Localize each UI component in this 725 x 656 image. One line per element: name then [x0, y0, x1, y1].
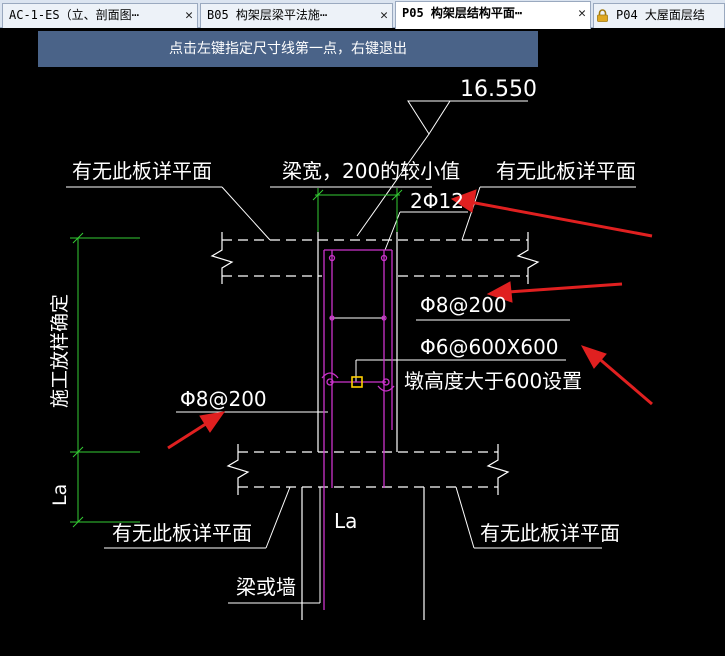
- rebar-cage: [321, 249, 395, 610]
- board-note-left-top: 有无此板详平面: [72, 159, 212, 183]
- tab-ac-1-es[interactable]: AC-1-ES（立、剖面图⋯ ✕: [2, 3, 198, 28]
- tie-note-label: 墩高度大于600设置: [404, 369, 582, 393]
- tie-marker: [351, 376, 363, 388]
- board-note-left-bottom: 有无此板详平面: [112, 521, 252, 545]
- tab-p05[interactable]: P05 构架层结构平面⋯ ✕: [395, 1, 591, 29]
- beam-or-wall-label: 梁或墙: [236, 575, 296, 599]
- width-note: 梁宽，200的较小值: [282, 159, 460, 183]
- pier-outline: [317, 232, 398, 452]
- elevation-label: 16.550: [460, 77, 537, 102]
- elevation-marker: [356, 100, 528, 237]
- vertical-dimension-label: 施工放样确定: [49, 294, 71, 408]
- tab-label: B05 构架层梁平法施⋯: [207, 8, 328, 22]
- anchor-label-left: La: [49, 484, 71, 506]
- close-icon[interactable]: ✕: [578, 6, 586, 21]
- tie-rebar-label: Φ6@600X600: [420, 335, 559, 359]
- close-icon[interactable]: ✕: [185, 8, 193, 23]
- stirrup-label-right: Φ8@200: [420, 293, 507, 317]
- annotation-arrows: [167, 189, 653, 450]
- tab-label: P04 大屋面层结: [616, 8, 705, 22]
- top-slab: [210, 232, 540, 284]
- tab-label: AC-1-ES（立、剖面图⋯: [9, 8, 139, 22]
- tab-p04[interactable]: P04 大屋面层结: [593, 3, 725, 28]
- tab-b05[interactable]: B05 构架层梁平法施⋯ ✕: [200, 3, 393, 28]
- tab-label: P05 构架层结构平面⋯: [402, 6, 523, 20]
- lock-icon: [597, 9, 608, 22]
- board-note-right-bottom: 有无此板详平面: [480, 521, 620, 545]
- stirrup-label-left: Φ8@200: [180, 387, 267, 411]
- bottom-beam: [226, 444, 510, 620]
- document-tab-bar: AC-1-ES（立、剖面图⋯ ✕ B05 构架层梁平法施⋯ ✕ P05 构架层结…: [0, 0, 725, 29]
- board-note-right-top: 有无此板详平面: [496, 159, 636, 183]
- close-icon[interactable]: ✕: [380, 8, 388, 23]
- dimension-lines: [70, 188, 403, 528]
- anchor-label-center: La: [334, 509, 357, 533]
- command-prompt: 点击左键指定尺寸线第一点，右键退出: [38, 31, 538, 67]
- top-rebar-label: 2Φ12: [410, 189, 464, 213]
